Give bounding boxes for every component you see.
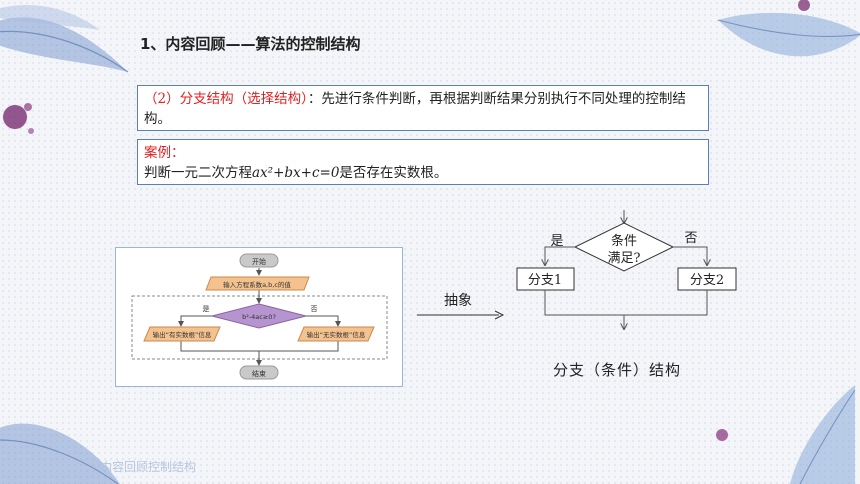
footer-text: 内容回顾控制结构 — [100, 460, 197, 474]
condition-diamond — [211, 303, 307, 329]
input-label: 输入方程系数a,b,c的值 — [223, 280, 291, 289]
output-no-parallelogram — [297, 326, 375, 342]
definition-text: ：先进行条件判断，再根据判断结果分别执行不同处理的控制结构。 — [144, 91, 686, 127]
condition-line2: 满足? — [608, 251, 641, 266]
abstraction-arrow — [417, 310, 505, 320]
condition-line1: 条件 — [611, 233, 637, 249]
end-terminal — [239, 365, 279, 380]
abstraction-label: 抽象 — [444, 293, 472, 309]
yes-label: 是 — [203, 305, 210, 313]
ink-splash-left-decoration — [3, 103, 34, 134]
yes-connector — [545, 246, 575, 265]
equation: ax²+bx+c=0 — [252, 165, 340, 181]
output-yes-label: 输出“有实数根”信息 — [153, 330, 212, 339]
definition-box: （2）分支结构（选择结构）：先进行条件判断，再根据判断结果分别执行不同处理的控制… — [137, 85, 709, 131]
feather-top-right-decoration — [717, 12, 860, 57]
ink-splash-bottom-right-decoration — [716, 429, 728, 441]
connector-merge — [180, 341, 339, 352]
merge-connector — [544, 290, 708, 316]
connector-no — [306, 315, 341, 327]
no-label: 否 — [684, 231, 697, 246]
no-label: 否 — [311, 305, 318, 313]
output-no-label: 输出“无实数根”信息 — [307, 330, 366, 339]
branch2-label: 分支2 — [690, 273, 724, 288]
feather-top-left-decoration — [0, 4, 129, 73]
page-title: 1、内容回顾——算法的控制结构 — [140, 35, 361, 53]
abstract-flowchart-caption: 分支（条件）结构 — [553, 361, 682, 379]
definition-term: （2）分支结构（选择结构） — [144, 91, 308, 107]
branch1-label: 分支1 — [528, 273, 562, 288]
abstract-flowchart: 是 否 条件 满足? 分支1 分支2 — [516, 210, 737, 335]
output-yes-parallelogram — [143, 326, 221, 342]
example-text: 判断一元二次方程ax²+bx+c=0是否存在实数根。 — [144, 165, 448, 181]
end-label: 结束 — [252, 369, 266, 378]
detailed-flowchart: 开始 输入方程系数a,b,c的值 b²-4ac≥0? 是 否 输出“有实数根”信… — [131, 253, 388, 380]
start-label: 开始 — [252, 257, 266, 266]
connector-yes — [178, 315, 212, 327]
example-box: 案例： 判断一元二次方程ax²+bx+c=0是否存在实数根。 — [137, 139, 709, 185]
feather-bottom-left-decoration — [0, 423, 120, 484]
input-parallelogram — [205, 276, 310, 291]
detailed-flowchart-panel: 开始 输入方程系数a,b,c的值 b²-4ac≥0? 是 否 输出“有实数根”信… — [115, 247, 403, 387]
example-label: 案例： — [144, 145, 185, 161]
condition-label: b²-4ac≥0? — [242, 313, 276, 321]
no-connector — [673, 246, 707, 265]
ink-splash-top-right-decoration — [798, 0, 810, 11]
yes-label: 是 — [550, 234, 563, 249]
start-terminal — [239, 253, 279, 268]
feather-bottom-right-decoration — [790, 385, 856, 484]
condition-diamond — [573, 222, 675, 272]
